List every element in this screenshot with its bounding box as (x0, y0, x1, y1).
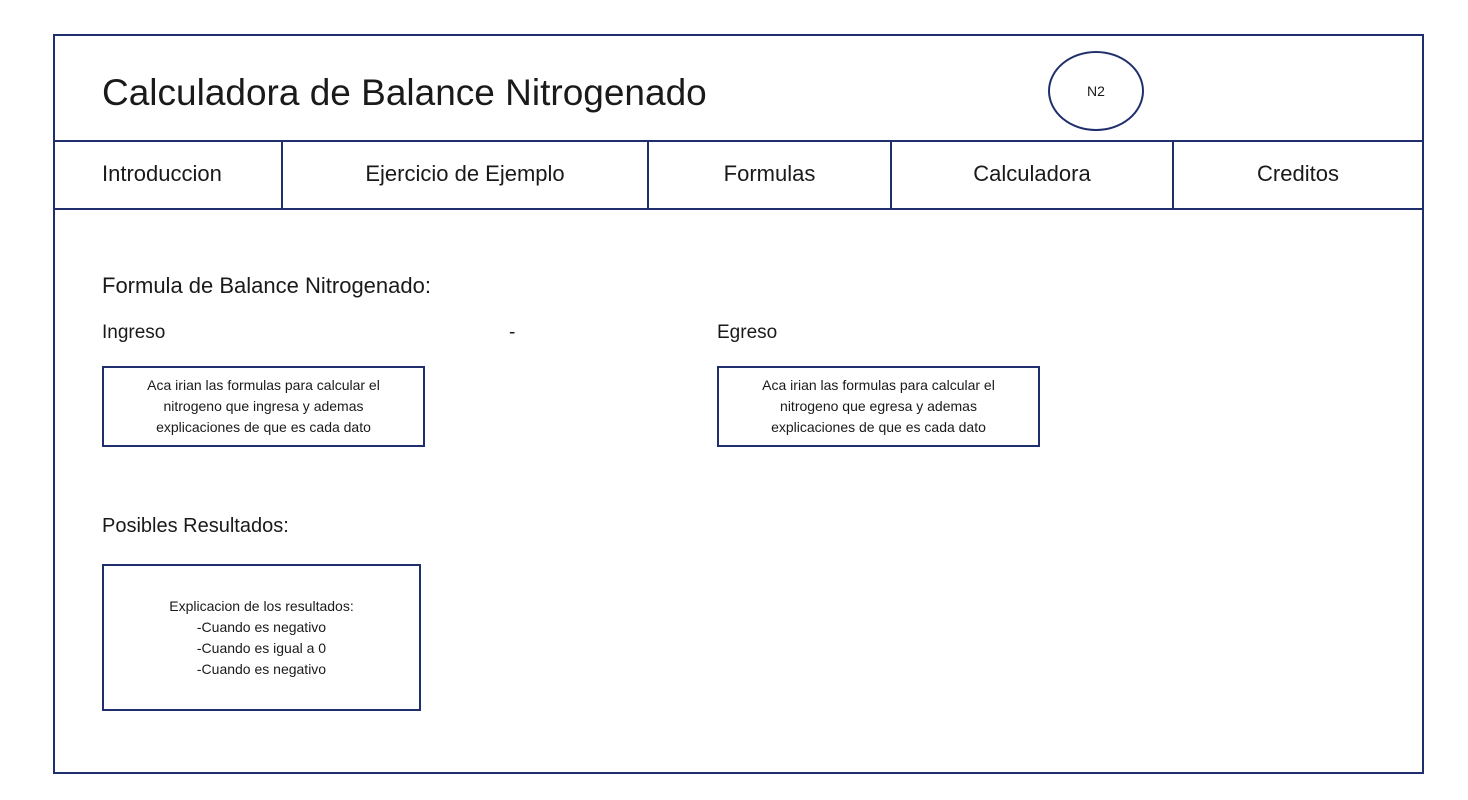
page-title: Calculadora de Balance Nitrogenado (102, 72, 707, 113)
nav-bar: Introduccion Ejercicio de Ejemplo Formul… (55, 140, 1422, 210)
ingreso-formula-box: Aca irian las formulas para calcular el … (102, 366, 425, 447)
egreso-label: Egreso (717, 322, 778, 343)
results-box: Explicacion de los resultados: -Cuando e… (102, 564, 421, 711)
minus-sign: - (509, 322, 516, 343)
results-box-line: -Cuando es negativo (196, 660, 327, 677)
results-box-line: Explicacion de los resultados: (169, 597, 354, 614)
header: Calculadora de Balance Nitrogenado N2 (55, 36, 1422, 142)
tab-divider (890, 140, 892, 208)
egreso-box-line: Aca irian las formulas para calcular el (762, 377, 995, 393)
tab-divider (281, 140, 283, 208)
logo-text: N2 (1087, 83, 1105, 99)
results-heading: Posibles Resultados: (102, 515, 289, 537)
n2-logo: N2 (1048, 51, 1144, 131)
egreso-box-line: explicaciones de que es cada dato (771, 419, 986, 435)
app-frame: Calculadora de Balance Nitrogenado N2 In… (53, 34, 1424, 774)
results-box-line: -Cuando es igual a 0 (196, 639, 327, 656)
egreso-formula-box: Aca irian las formulas para calcular el … (717, 366, 1040, 447)
tab-formulas[interactable]: Formulas (723, 161, 816, 186)
ingreso-label: Ingreso (102, 322, 166, 343)
ingreso-box-line: Aca irian las formulas para calcular el (147, 377, 380, 393)
ingreso-box-line: nitrogeno que ingresa y ademas (163, 398, 364, 414)
results-box-line: -Cuando es negativo (196, 618, 327, 635)
tab-introduccion[interactable]: Introduccion (102, 161, 222, 186)
tab-divider (1172, 140, 1174, 208)
formula-heading: Formula de Balance Nitrogenado: (102, 273, 431, 298)
tab-ejercicio-de-ejemplo[interactable]: Ejercicio de Ejemplo (365, 161, 565, 186)
ingreso-box-line: explicaciones de que es cada dato (156, 419, 371, 435)
tab-creditos[interactable]: Creditos (1257, 161, 1339, 186)
egreso-box-line: nitrogeno que egresa y ademas (780, 398, 977, 414)
tab-divider (647, 140, 649, 208)
tab-calculadora[interactable]: Calculadora (973, 161, 1091, 186)
